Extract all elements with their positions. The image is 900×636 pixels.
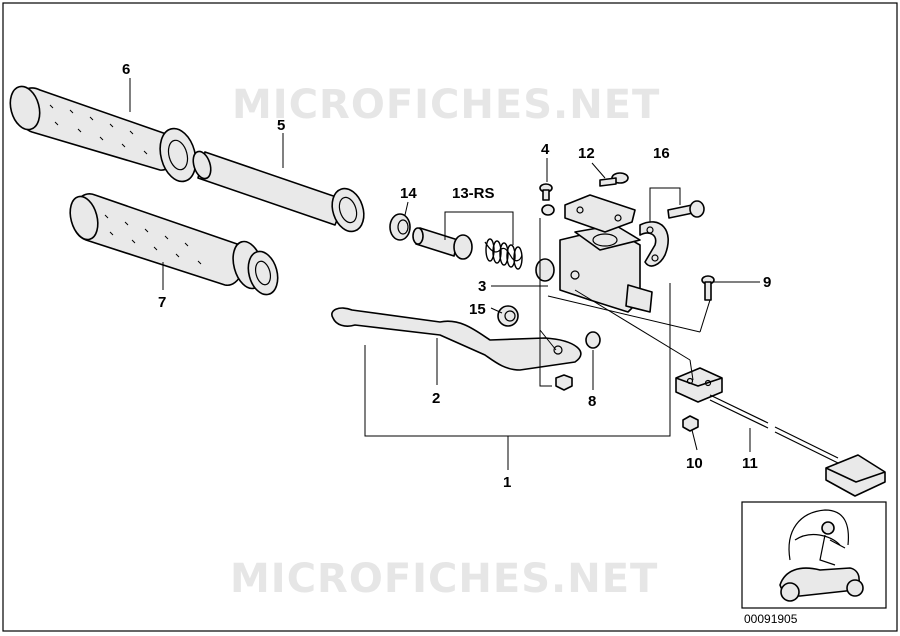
reference-number: 00091905 — [744, 612, 798, 626]
scooter-rider-icon — [779, 509, 864, 602]
thumbnail-box: 00091905 — [741, 501, 887, 626]
callout-1: 1 — [503, 474, 511, 491]
nut-10 — [682, 415, 699, 432]
grip-6 — [9, 85, 197, 183]
callout-8: 8 — [588, 393, 596, 410]
bushing-14 — [389, 213, 411, 241]
callout-10: 10 — [686, 455, 703, 472]
bushing-8 — [585, 331, 601, 349]
bushing-15 — [497, 305, 519, 327]
master-cylinder-body — [535, 224, 653, 313]
throttle-tube-5 — [192, 150, 365, 233]
grip-7 — [69, 193, 279, 296]
callout-16: 16 — [653, 145, 670, 162]
watermark-top: MICROFICHES.NET — [232, 82, 660, 128]
reservoir-cap-12 — [564, 194, 636, 233]
screw-12 — [599, 172, 629, 187]
callouts: 6 5 7 14 13-RS 4 12 16 9 3 15 2 8 10 11 … — [122, 61, 771, 491]
clamp-16 — [639, 221, 669, 267]
screw-9 — [701, 275, 715, 301]
leader-lines — [129, 78, 760, 470]
callout-13-rs: 13-RS — [452, 185, 495, 202]
screw-4 — [539, 183, 555, 216]
callout-3: 3 — [478, 278, 486, 295]
callout-11: 11 — [742, 455, 758, 472]
callout-9: 9 — [763, 274, 771, 291]
callout-2: 2 — [432, 390, 440, 407]
brake-light-switch-11 — [675, 367, 886, 497]
callout-6: 6 — [122, 61, 130, 78]
callout-12: 12 — [578, 145, 595, 162]
watermark-bottom: MICROFICHES.NET — [230, 556, 658, 602]
nut-3 — [555, 374, 573, 391]
bolt-16 — [667, 200, 705, 219]
callout-7: 7 — [158, 294, 166, 311]
brake-lever-2 — [331, 307, 582, 371]
piston-kit-13-rs — [412, 227, 523, 270]
callout-5: 5 — [277, 117, 285, 134]
callout-14: 14 — [400, 185, 417, 202]
callout-15: 15 — [469, 301, 486, 318]
callout-4: 4 — [541, 141, 550, 158]
